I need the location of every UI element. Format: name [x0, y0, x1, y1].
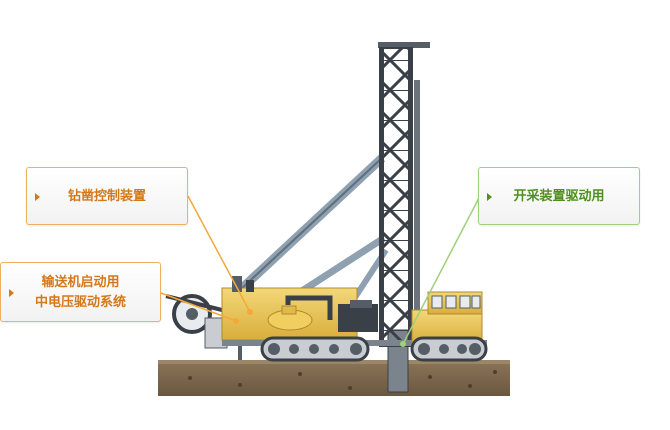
callout-arrow-icon: [35, 193, 40, 201]
operator-cab: [411, 291, 483, 345]
callout-conveyor-start-line1: 输送机启动用: [41, 275, 120, 290]
callout-drill-control: 钻凿控制装置: [26, 167, 188, 225]
crawler-track-front: [410, 336, 488, 362]
callout-arrow-icon: [487, 193, 492, 201]
leader-drill-control: [187, 195, 251, 313]
mast: [378, 42, 430, 347]
callout-arrow-icon: [9, 289, 14, 297]
callout-conveyor-start-line2: 中电压驱动系统: [34, 295, 126, 310]
callout-mining-drive-label: 开采装置驱动用: [513, 189, 605, 204]
callout-mining-drive: 开采装置驱动用: [478, 167, 640, 225]
callout-conveyor-start: 输送机启动用 中电压驱动系统: [0, 262, 161, 322]
leader-mining-drive: [402, 195, 481, 345]
crawler-track-rear: [260, 336, 370, 362]
callout-drill-control-label: 钻凿控制装置: [67, 189, 146, 204]
leader-conveyor-start: [160, 292, 237, 322]
ground: [158, 360, 510, 396]
mast-struts: [236, 154, 389, 307]
